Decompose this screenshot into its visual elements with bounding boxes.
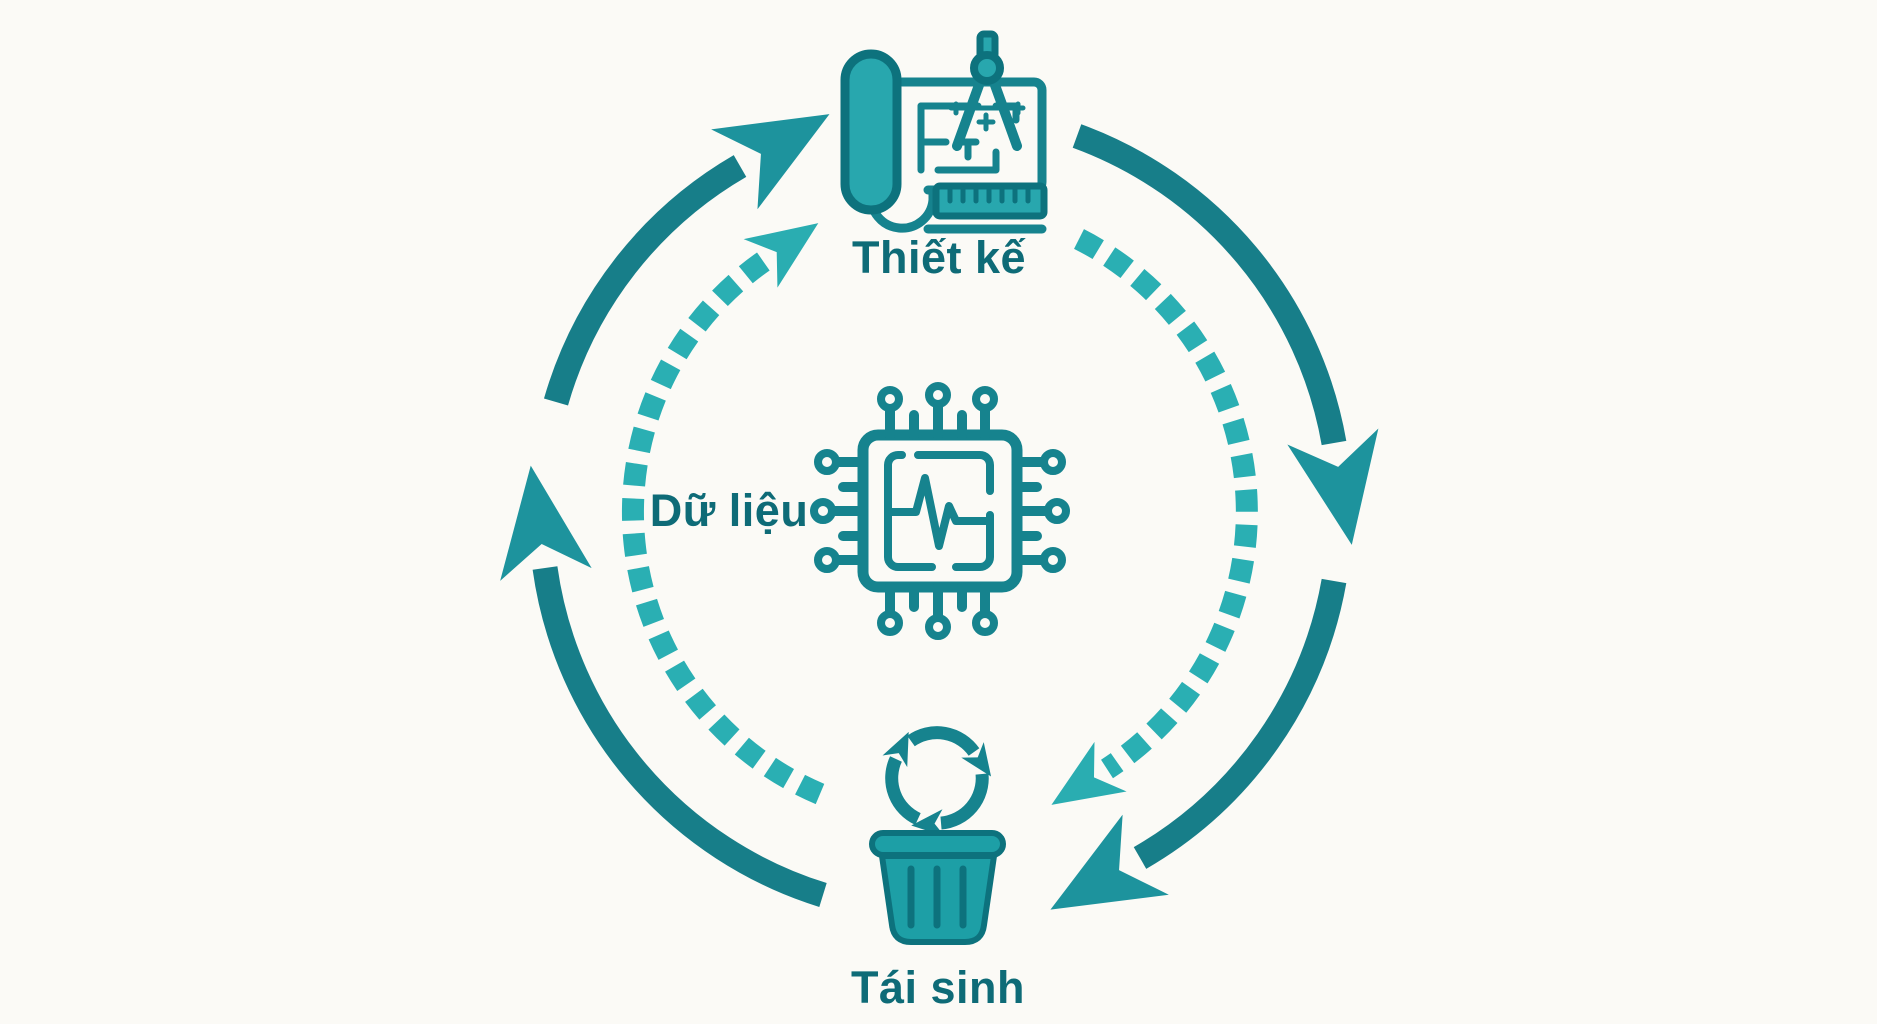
chip-inner-frame <box>884 451 994 571</box>
microchip-pulse-icon <box>810 382 1070 640</box>
outer-arc-bottom-left <box>500 465 827 907</box>
design-node-label: Thiết kế <box>851 232 1027 283</box>
data-node-label: Dữ liệu <box>649 485 809 536</box>
inner-arc-right <box>1051 229 1258 805</box>
chip-pins <box>810 382 1070 640</box>
inner-dashed-cycle <box>621 223 1258 805</box>
scroll-roll <box>840 49 902 215</box>
ruler <box>932 182 1048 220</box>
inner-arc-left <box>621 223 825 805</box>
outer-arc-top-right <box>1072 124 1379 545</box>
pulse-waveform <box>888 474 990 550</box>
trash-bin-icon <box>869 830 1006 945</box>
blueprint-compass-icon <box>840 30 1048 234</box>
recycle-symbol-icon <box>882 726 992 837</box>
outer-arc-top-left <box>543 114 830 406</box>
recycle-bin-icon <box>869 726 1006 945</box>
regeneration-node-label: Tái sinh <box>850 962 1026 1013</box>
outer-arc-bottom-right <box>1050 578 1347 910</box>
drafting-compass <box>948 30 1026 151</box>
outer-cycle <box>500 114 1379 910</box>
